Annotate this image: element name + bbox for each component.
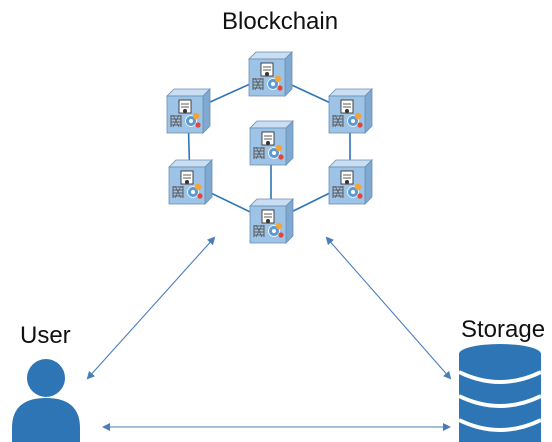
blockchain-label: Blockchain xyxy=(222,8,339,35)
network-icon xyxy=(252,77,264,91)
certificate-icon xyxy=(260,62,274,77)
certificate-icon xyxy=(340,170,354,185)
certificate-icon xyxy=(261,209,275,224)
gear-icon xyxy=(187,183,203,199)
database-storage-icon xyxy=(458,344,542,442)
blockchain-node-top xyxy=(248,51,293,97)
gear-icon xyxy=(347,183,363,199)
network-icon xyxy=(253,146,265,160)
gear-icon xyxy=(267,75,283,91)
certificate-icon xyxy=(340,99,354,114)
gear-icon xyxy=(185,112,201,128)
flow-arrows xyxy=(86,236,452,431)
arrow-user-blockchain xyxy=(86,236,216,380)
network-icon xyxy=(253,224,265,238)
gear-icon xyxy=(347,112,363,128)
blockchain-node-lower-right xyxy=(328,159,373,205)
network-icon xyxy=(170,114,182,128)
blockchain-node-upper-left xyxy=(166,88,211,134)
gear-icon xyxy=(268,222,284,238)
user-label: User xyxy=(20,322,71,349)
blockchain-node-lower-left xyxy=(168,159,213,205)
blockchain-node-upper-right xyxy=(328,88,373,134)
network-icon xyxy=(172,185,184,199)
arrow-blockchain-storage xyxy=(325,236,452,380)
storage-label: Storage xyxy=(461,316,546,343)
user-icon xyxy=(12,359,80,442)
blockchain-nodes xyxy=(166,51,373,244)
certificate-icon xyxy=(261,131,275,146)
network-icon xyxy=(332,114,344,128)
blockchain-node-center xyxy=(249,120,294,166)
certificate-icon xyxy=(178,99,192,114)
certificate-icon xyxy=(180,170,194,185)
blockchain-node-bottom xyxy=(249,198,294,244)
gear-icon xyxy=(268,144,284,160)
network-icon xyxy=(332,185,344,199)
